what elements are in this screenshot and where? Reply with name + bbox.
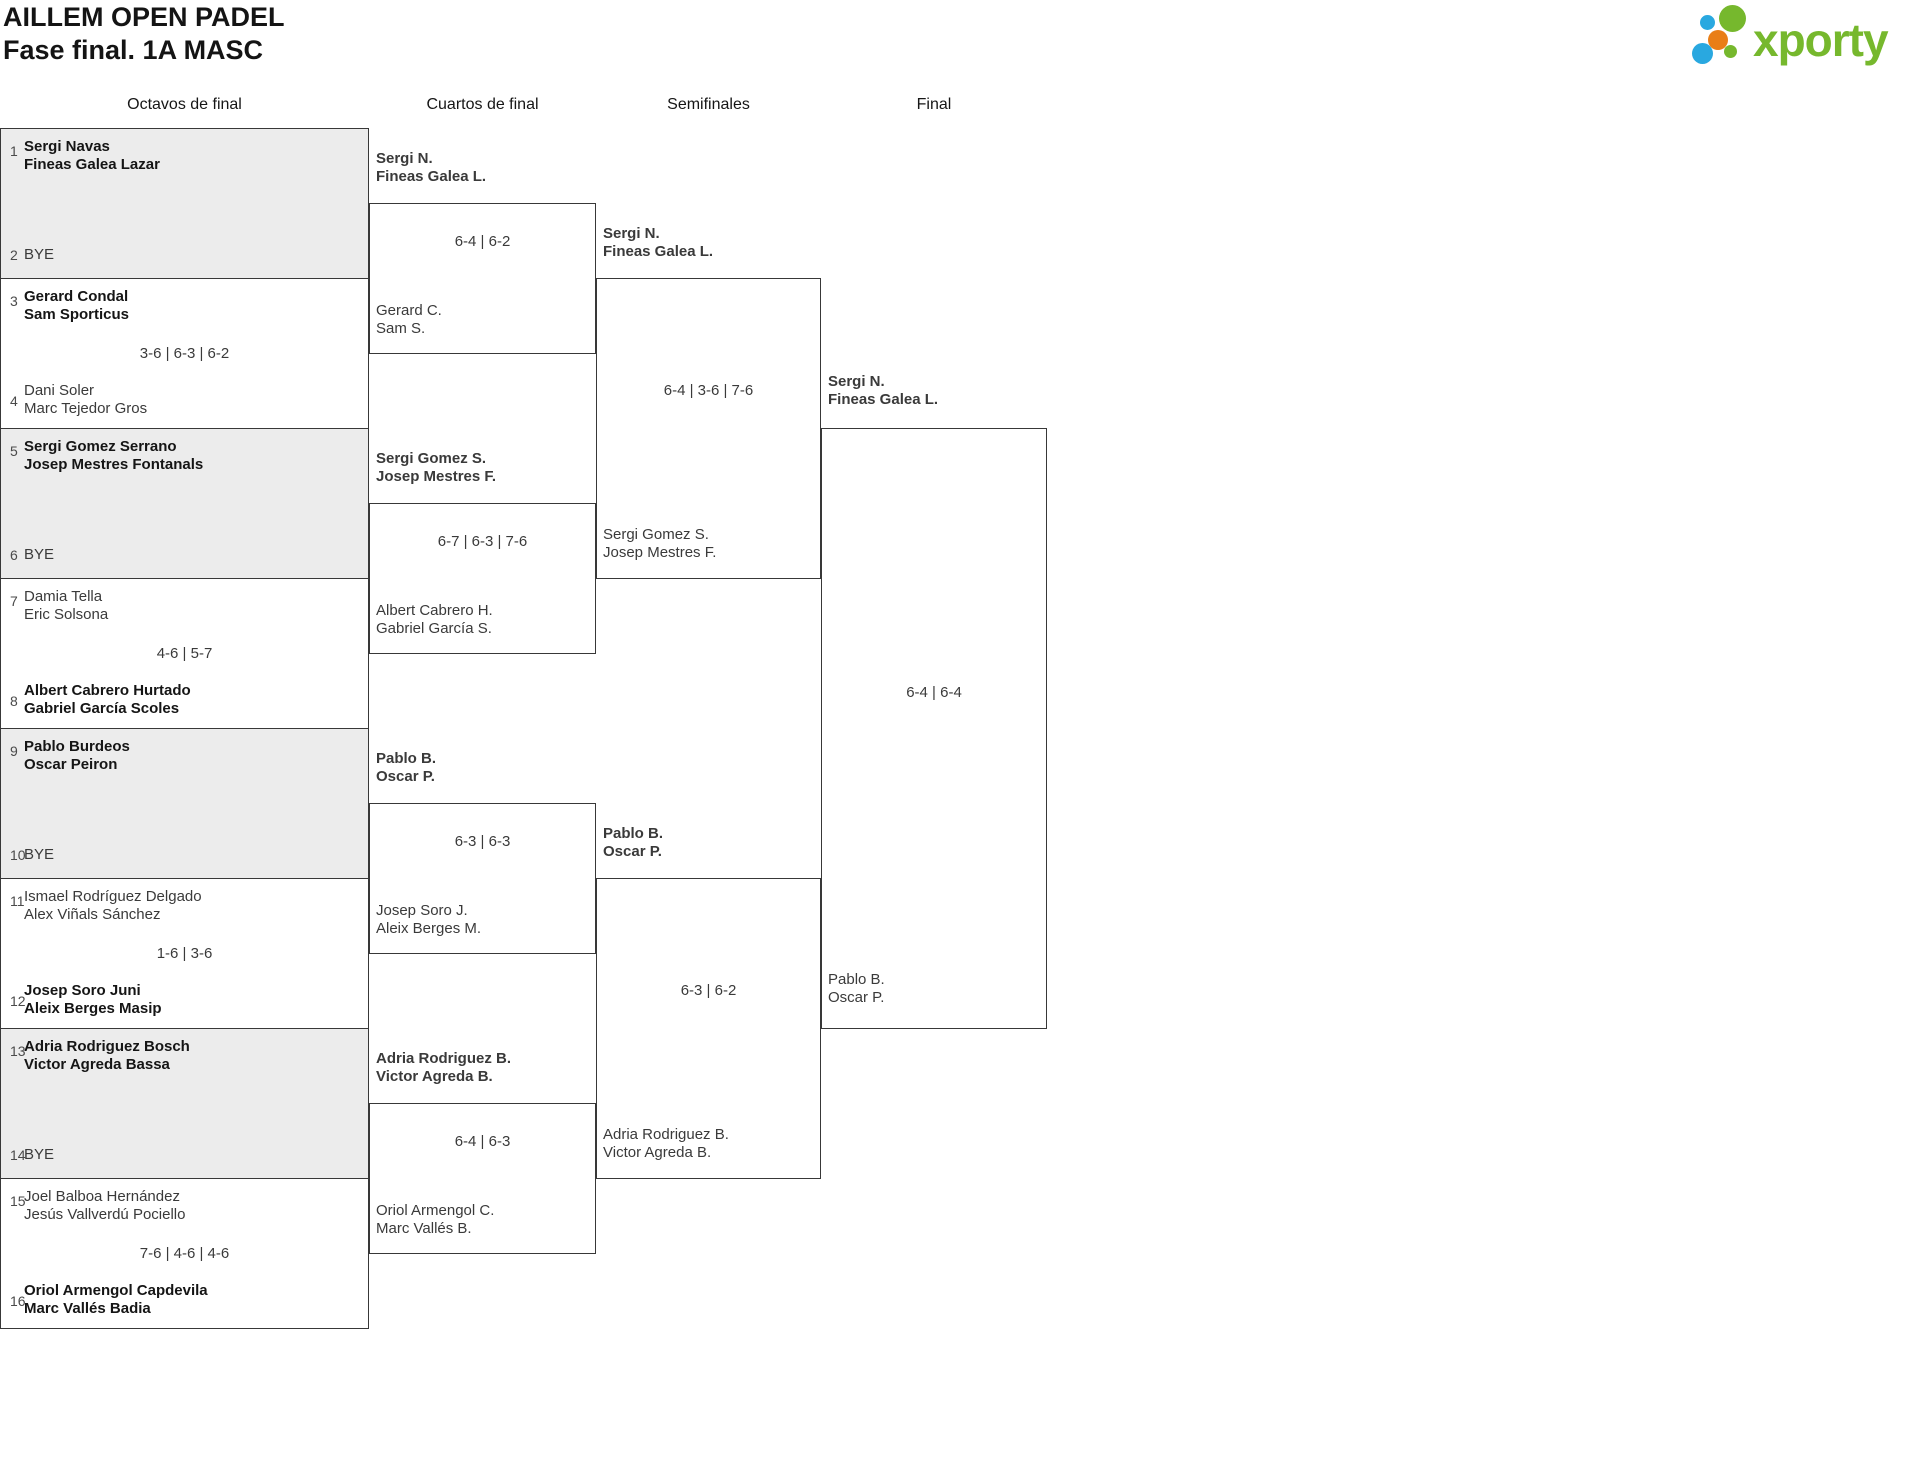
match-score: 3-6 | 6-3 | 6-2: [139, 345, 230, 362]
match-box-semifinal-1[interactable]: [596, 278, 821, 579]
round-header-semifinales: Semifinales: [667, 96, 750, 113]
logo-dot-icon: [1724, 45, 1737, 58]
advancing-team: Gerard C. Sam S.: [376, 302, 442, 337]
advancing-team: Sergi N. Fineas Galea L.: [603, 225, 714, 260]
match-box-octavos-5[interactable]: 9 Pablo Burdeos Oscar Peiron 10 BYE: [0, 728, 369, 879]
team-names: Pablo Burdeos Oscar Peiron: [24, 738, 130, 773]
match-box-octavos-3[interactable]: 5 Sergi Gomez Serrano Josep Mestres Font…: [0, 428, 369, 579]
seed-number: 7: [10, 593, 18, 609]
seed-number: 8: [10, 693, 18, 709]
seed-number: 10: [10, 847, 26, 863]
match-box-octavos-7[interactable]: 13 Adria Rodriguez Bosch Victor Agreda B…: [0, 1028, 369, 1179]
match-box-cuartos-2[interactable]: [369, 503, 596, 654]
advancing-team: Sergi Gomez S. Josep Mestres F.: [376, 450, 497, 485]
match-score: 4-6 | 5-7: [156, 645, 213, 662]
seed-number: 9: [10, 743, 18, 759]
match-score: 6-7 | 6-3 | 7-6: [437, 533, 528, 550]
logo-wordmark: xporty: [1753, 14, 1889, 66]
team-names: Dani Soler Marc Tejedor Gros: [24, 382, 148, 417]
seed-number: 5: [10, 443, 18, 459]
advancing-team: Sergi Gomez S. Josep Mestres F.: [603, 526, 717, 561]
team-names: Oriol Armengol Capdevila Marc Vallés Bad…: [24, 1282, 208, 1317]
seed-number: 15: [10, 1193, 26, 1209]
match-score: 7-6 | 4-6 | 4-6: [139, 1245, 230, 1262]
team-names: Albert Cabrero Hurtado Gabriel García Sc…: [24, 682, 191, 717]
seed-number: 13: [10, 1043, 26, 1059]
match-box-octavos-8[interactable]: 15 Joel Balboa Hernández Jesús Vallverdú…: [0, 1178, 369, 1329]
round-header-octavos: Octavos de final: [127, 96, 242, 113]
match-box-octavos-6[interactable]: 11 Ismael Rodríguez Delgado Alex Viñals …: [0, 878, 369, 1029]
xporty-logo[interactable]: xporty: [1688, 0, 1920, 72]
advancing-team: Pablo B. Oscar P.: [828, 971, 885, 1006]
page-title: AILLEM OPEN PADEL: [3, 2, 285, 32]
seed-number: 1: [10, 143, 18, 159]
seed-number: 12: [10, 993, 26, 1009]
seed-number: 3: [10, 293, 18, 309]
advancing-team: Albert Cabrero H. Gabriel García S.: [376, 602, 493, 637]
team-names: BYE: [24, 546, 55, 563]
match-box-octavos-2[interactable]: 3 Gerard Condal Sam Sporticus 3-6 | 6-3 …: [0, 278, 369, 429]
seed-number: 2: [10, 247, 18, 263]
seed-number: 6: [10, 547, 18, 563]
team-names: Adria Rodriguez Bosch Victor Agreda Bass…: [24, 1038, 190, 1073]
match-score: 6-4 | 3-6 | 7-6: [663, 382, 754, 399]
team-names: Gerard Condal Sam Sporticus: [24, 288, 130, 323]
match-box-cuartos-3[interactable]: [369, 803, 596, 954]
advancing-team: Oriol Armengol C. Marc Vallés B.: [376, 1202, 495, 1237]
match-score: 6-3 | 6-2: [680, 982, 737, 999]
seed-number: 14: [10, 1147, 26, 1163]
match-score: 6-4 | 6-4: [906, 684, 962, 701]
team-names: Sergi Navas Fineas Galea Lazar: [24, 138, 160, 173]
advancing-team: Adria Rodriguez B. Victor Agreda B.: [603, 1126, 729, 1161]
match-score: 1-6 | 3-6: [156, 945, 213, 962]
page-subtitle: Fase final. 1A MASC: [3, 35, 264, 65]
team-names: Sergi Gomez Serrano Josep Mestres Fontan…: [24, 438, 204, 473]
logo-dot-icon: [1719, 5, 1746, 32]
advancing-team: Pablo B. Oscar P.: [376, 750, 437, 785]
team-names: BYE: [24, 846, 55, 863]
team-names: BYE: [24, 246, 55, 263]
match-box-octavos-4[interactable]: 7 Damia Tella Eric Solsona 4-6 | 5-7 8 A…: [0, 578, 369, 729]
team-names: BYE: [24, 1146, 55, 1163]
seed-number: 11: [10, 893, 25, 909]
seed-number: 4: [10, 393, 18, 409]
match-box-cuartos-1[interactable]: [369, 203, 596, 354]
team-names: Damia Tella Eric Solsona: [24, 588, 109, 623]
match-box-final[interactable]: [821, 428, 1047, 1029]
advancing-team: Pablo B. Oscar P.: [603, 825, 664, 860]
logo-dot-icon: [1700, 15, 1715, 30]
match-score: 6-3 | 6-3: [454, 833, 511, 850]
team-names: Josep Soro Juni Aleix Berges Masip: [24, 982, 162, 1017]
round-header-final: Final: [916, 96, 952, 113]
team-names: Ismael Rodríguez Delgado Alex Viñals Sán…: [24, 888, 202, 923]
advancing-team: Josep Soro J. Aleix Berges M.: [376, 902, 482, 937]
match-box-octavos-1[interactable]: 1 Sergi Navas Fineas Galea Lazar 2 BYE: [0, 128, 369, 279]
match-score: 6-4 | 6-2: [454, 233, 511, 250]
advancing-team: Sergi N. Fineas Galea L.: [376, 150, 487, 185]
advancing-team: Sergi N. Fineas Galea L.: [828, 373, 939, 408]
match-box-cuartos-4[interactable]: [369, 1103, 596, 1254]
logo-dot-icon: [1708, 30, 1728, 50]
match-box-semifinal-2[interactable]: [596, 878, 821, 1179]
advancing-team: Adria Rodriguez B. Victor Agreda B.: [376, 1050, 512, 1085]
round-header-cuartos: Cuartos de final: [426, 96, 539, 113]
team-names: Joel Balboa Hernández Jesús Vallverdú Po…: [24, 1188, 186, 1223]
logo-dot-icon: [1692, 43, 1713, 64]
seed-number: 16: [10, 1293, 26, 1309]
match-score: 6-4 | 6-3: [454, 1133, 511, 1150]
